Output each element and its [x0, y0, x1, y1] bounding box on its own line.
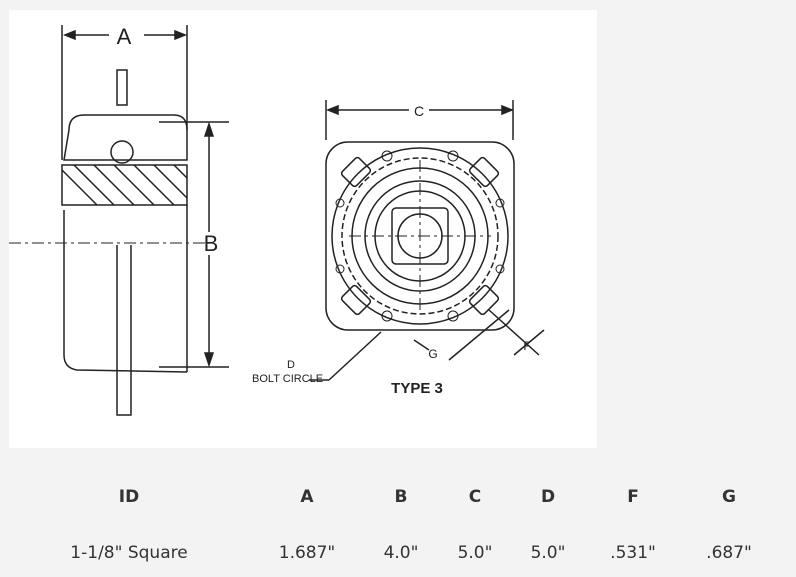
cell-f: .531" [610, 543, 656, 563]
column-header-id: ID [118, 487, 140, 507]
dimension-label-f: F [523, 339, 530, 353]
cell-g: .687" [706, 543, 752, 563]
column-header-c: C [468, 487, 482, 507]
dimension-label-b: B [204, 231, 219, 256]
column-header-f: F [627, 487, 639, 507]
cell-d: 5.0" [530, 543, 566, 563]
bearing-diagram: A B C D BOLT CIRCLE G F TYPE 3 [9, 24, 545, 416]
dimension-label-a: A [117, 24, 132, 49]
cell-b: 4.0" [383, 543, 419, 563]
dimension-label-c: C [414, 103, 424, 119]
cell-id: 1-1/8" Square [70, 543, 188, 563]
cell-c: 5.0" [457, 543, 493, 563]
bearing-dimension-drawing: A B C D BOLT CIRCLE G F TYPE 3 [9, 10, 597, 448]
column-header-g: G [722, 487, 736, 507]
column-header-d: D [540, 487, 556, 507]
cell-a: 1.687" [278, 543, 336, 563]
type-label: TYPE 3 [391, 380, 443, 397]
column-header-b: B [394, 487, 408, 507]
dimension-label-g: G [428, 347, 437, 361]
dimension-label-d: D [287, 359, 295, 371]
bolt-circle-label: BOLT CIRCLE [252, 373, 323, 385]
column-header-a: A [300, 487, 314, 507]
